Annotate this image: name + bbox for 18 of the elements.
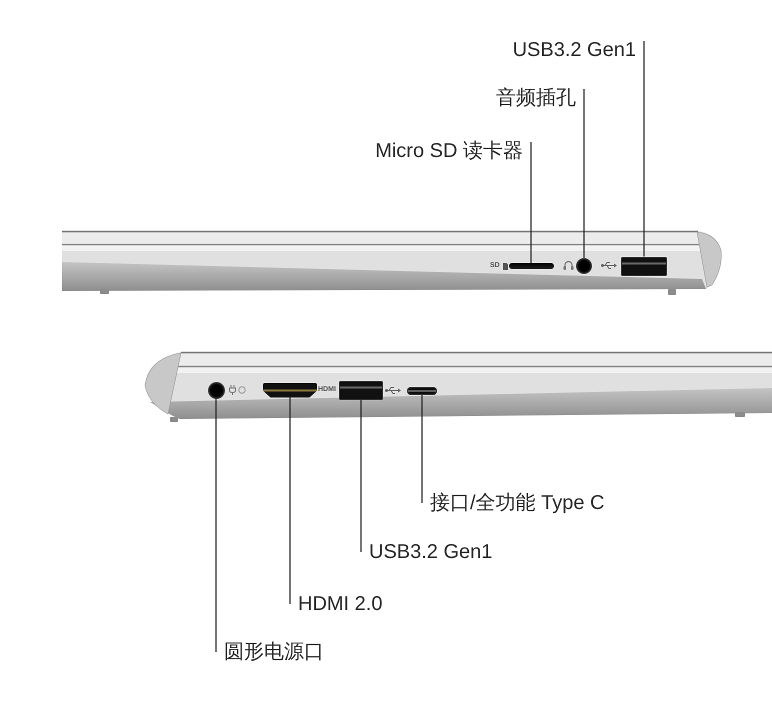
leader-line [421,395,423,503]
callout-label: HDMI 2.0 [290,592,382,616]
callout-label: 接口/全功能 Type C [422,491,604,515]
leader-line [215,398,217,652]
usb-port [339,380,383,400]
callout-label: Micro SD 读卡器 [375,139,531,163]
leader-line [360,400,362,552]
callout-label: USB3.2 Gen1 [512,38,644,62]
leader-line [289,398,291,604]
callout-label: 圆形电源口 [216,640,324,664]
leader-line [643,41,645,256]
card-slot [508,263,554,269]
usb-port [621,256,667,276]
leader-line [530,142,532,263]
leader-line [583,89,585,258]
usb-c-port [407,387,437,395]
callout-label: 音频插孔 [496,86,584,110]
callout-label: USB3.2 Gen1 [361,540,492,564]
